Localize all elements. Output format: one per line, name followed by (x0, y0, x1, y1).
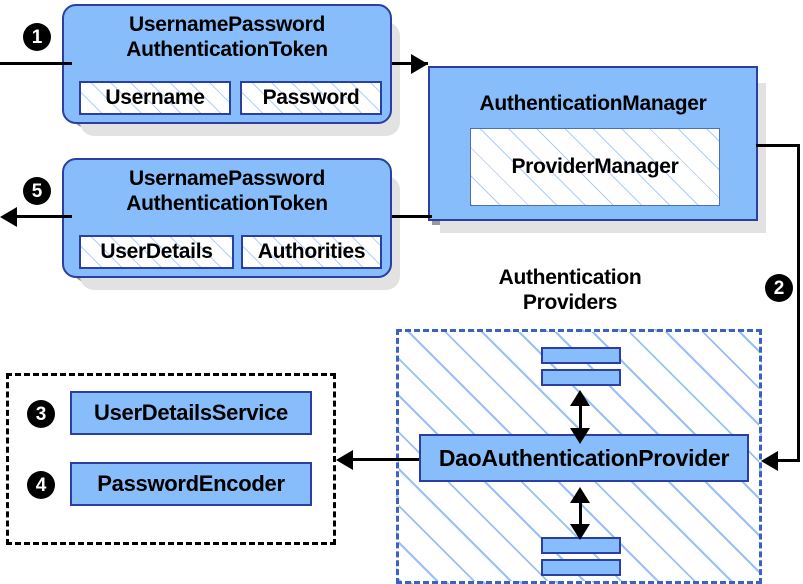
request-token-title-line2: AuthenticationToken (126, 38, 328, 61)
step-marker-3: 3 (27, 400, 55, 428)
provider-link-top-arrow-down (570, 428, 590, 444)
provider-manager-box[interactable]: ProviderManager (470, 128, 720, 206)
step-marker-2: 2 (765, 274, 793, 302)
flow-line-request-out (392, 62, 428, 65)
authentication-manager-box[interactable]: AuthenticationManager ProviderManager (428, 66, 758, 221)
step-marker-1: 1 (23, 23, 51, 51)
flow-line-manager-to-response (392, 215, 432, 218)
flow-line-step2-right (797, 144, 800, 462)
provider-bar-top-2[interactable] (541, 369, 621, 386)
flow-line-response-out (17, 215, 72, 218)
flow-line-dao-to-collaborators (353, 458, 419, 461)
providers-label-line2: Providers (522, 291, 618, 314)
providers-label-line1: Authentication (498, 266, 642, 289)
response-token-slot-authorities[interactable]: Authorities (241, 235, 382, 269)
provider-link-bottom-line (579, 492, 582, 532)
userdetailsservice-box[interactable]: UserDetailsService (70, 391, 312, 435)
authentication-manager-title: AuthenticationManager (479, 92, 707, 115)
response-token-title-line2: AuthenticationToken (126, 192, 328, 215)
step-marker-5: 5 (23, 177, 51, 205)
flow-line-request-in (0, 62, 72, 65)
provider-bar-bottom-2[interactable] (541, 559, 621, 576)
response-token-box[interactable]: UsernamePassword AuthenticationToken Use… (62, 158, 392, 278)
provider-link-bottom-arrow-down (570, 524, 590, 540)
flow-arrow-response-out (0, 207, 17, 227)
flow-arrow-to-dao-provider (761, 451, 778, 471)
provider-bar-top-1[interactable] (541, 347, 621, 364)
flow-line-step2-bottom (778, 459, 800, 462)
provider-link-top-line (579, 396, 582, 436)
response-token-slot-userdetails[interactable]: UserDetails (79, 235, 234, 269)
request-token-box[interactable]: UsernamePassword AuthenticationToken Use… (62, 4, 392, 124)
response-token-title-line1: UsernamePassword (129, 167, 325, 190)
request-token-title-line1: UsernamePassword (129, 13, 325, 36)
passwordencoder-box[interactable]: PasswordEncoder (70, 462, 312, 506)
flow-arrow-to-collaborators (336, 450, 353, 470)
request-token-slot-username[interactable]: Username (79, 81, 231, 115)
flow-arrow-to-manager (411, 54, 428, 74)
request-token-slot-password[interactable]: Password (240, 81, 382, 115)
provider-link-bottom-arrow-up (570, 487, 590, 503)
provider-link-top-arrow-up (570, 390, 590, 406)
flow-line-step2-top (756, 144, 800, 147)
step-marker-4: 4 (27, 471, 55, 499)
